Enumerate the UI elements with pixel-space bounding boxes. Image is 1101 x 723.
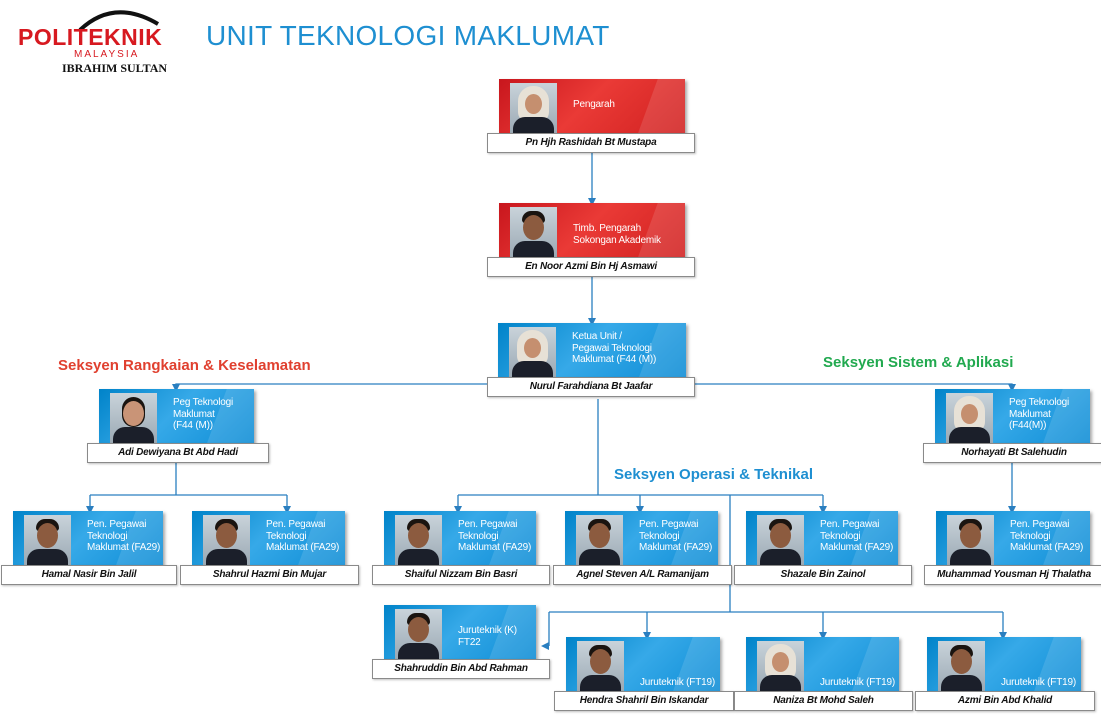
man-photo [577, 641, 624, 692]
staff-name: Nurul Farahdiana Bt Jaafar [487, 377, 695, 397]
woman-hijab-photo [946, 393, 993, 444]
staff-role: Peg Teknologi Maklumat (F44(M)) [1009, 397, 1070, 431]
card-background: Juruteknik (FT19) [927, 637, 1081, 700]
section-label-systems: Seksyen Sistem & Aplikasi [823, 354, 1014, 371]
card-background: Pen. Pegawai Teknologi Maklumat (FA29) [13, 511, 163, 574]
staff-role: Juruteknik (K) FT22 [458, 625, 517, 648]
staff-name: Muhammad Yousman Hj Thalatha [924, 565, 1101, 585]
man-photo [395, 609, 442, 660]
woman-hijab-photo [509, 327, 556, 378]
card-background: Pengarah [499, 79, 685, 142]
staff-role: Pen. Pegawai Teknologi Maklumat (FA29) [820, 519, 894, 553]
card-background: Peg Teknologi Maklumat (F44 (M)) [99, 389, 254, 452]
card-background: Juruteknik (FT19) [566, 637, 720, 700]
staff-name: Shahruddin Bin Abd Rahman [372, 659, 550, 679]
woman-hijab-photo [757, 641, 804, 692]
man-photo [576, 515, 623, 566]
card-background: Juruteknik (FT19) [746, 637, 899, 700]
man-photo [938, 641, 985, 692]
staff-role: Pen. Pegawai Teknologi Maklumat (FA29) [266, 519, 340, 553]
man-photo [203, 515, 250, 566]
staff-name: Adi Dewiyana Bt Abd Hadi [87, 443, 269, 463]
staff-name: Hamal Nasir Bin Jalil [1, 565, 177, 585]
staff-name: Shazale Bin Zainol [734, 565, 912, 585]
staff-role: Pengarah [573, 99, 615, 110]
staff-role: Pen. Pegawai Teknologi Maklumat (FA29) [1010, 519, 1084, 553]
staff-name: Hendra Shahril Bin Iskandar [554, 691, 734, 711]
man-photo [395, 515, 442, 566]
staff-name: Pn Hjh Rashidah Bt Mustapa [487, 133, 695, 153]
logo-wordmark: POLITEKNIK [18, 24, 163, 50]
card-background: Pen. Pegawai Teknologi Maklumat (FA29) [936, 511, 1090, 574]
staff-name: Agnel Steven A/L Ramanijam [553, 565, 732, 585]
card-background: Timb. Pengarah Sokongan Akademik [499, 203, 685, 266]
woman-photo [110, 393, 157, 444]
man-photo [757, 515, 804, 566]
staff-name: En Noor Azmi Bin Hj Asmawi [487, 257, 695, 277]
section-label-operations: Seksyen Operasi & Teknikal [614, 466, 813, 483]
staff-role: Pen. Pegawai Teknologi Maklumat (FA29) [639, 519, 713, 553]
man-photo [947, 515, 994, 566]
card-background: Juruteknik (K) FT22 [384, 605, 536, 668]
staff-role: Juruteknik (FT19) [640, 677, 715, 688]
staff-name: Shaiful Nizzam Bin Basri [372, 565, 550, 585]
card-background: Pen. Pegawai Teknologi Maklumat (FA29) [565, 511, 718, 574]
logo-country: MALAYSIA [74, 49, 140, 60]
staff-name: Norhayati Bt Salehudin [923, 443, 1101, 463]
staff-role: Pen. Pegawai Teknologi Maklumat (FA29) [87, 519, 161, 553]
section-label-network: Seksyen Rangkaian & Keselamatan [58, 357, 311, 374]
card-background: Pen. Pegawai Teknologi Maklumat (FA29) [384, 511, 536, 574]
staff-role: Ketua Unit / Pegawai Teknologi Maklumat … [572, 331, 657, 365]
staff-name: Shahrul Hazmi Bin Mujar [180, 565, 359, 585]
woman-hijab-photo [510, 83, 557, 134]
logo-arc-mark [78, 10, 160, 32]
staff-role: Juruteknik (FT19) [1001, 677, 1076, 688]
staff-name: Naniza Bt Mohd Saleh [734, 691, 913, 711]
card-background: Peg Teknologi Maklumat (F44(M)) [935, 389, 1090, 452]
staff-role: Pen. Pegawai Teknologi Maklumat (FA29) [458, 519, 532, 553]
card-background: Ketua Unit / Pegawai Teknologi Maklumat … [498, 323, 686, 386]
page-title: UNIT TEKNOLOGI MAKLUMAT [206, 20, 610, 51]
staff-name: Azmi Bin Abd Khalid [915, 691, 1095, 711]
card-background: Pen. Pegawai Teknologi Maklumat (FA29) [746, 511, 898, 574]
politeknik-logo: POLITEKNIK MALAYSIA IBRAHIM SULTAN [14, 4, 194, 78]
card-background: Pen. Pegawai Teknologi Maklumat (FA29) [192, 511, 345, 574]
staff-role: Peg Teknologi Maklumat (F44 (M)) [173, 397, 234, 431]
logo-campus: IBRAHIM SULTAN [62, 61, 168, 75]
connector-head-systems [688, 383, 1016, 392]
connector-head-network [172, 383, 487, 392]
man-photo [510, 207, 557, 258]
staff-role: Juruteknik (FT19) [820, 677, 895, 688]
man-photo [24, 515, 71, 566]
staff-role: Timb. Pengarah Sokongan Akademik [573, 223, 661, 246]
